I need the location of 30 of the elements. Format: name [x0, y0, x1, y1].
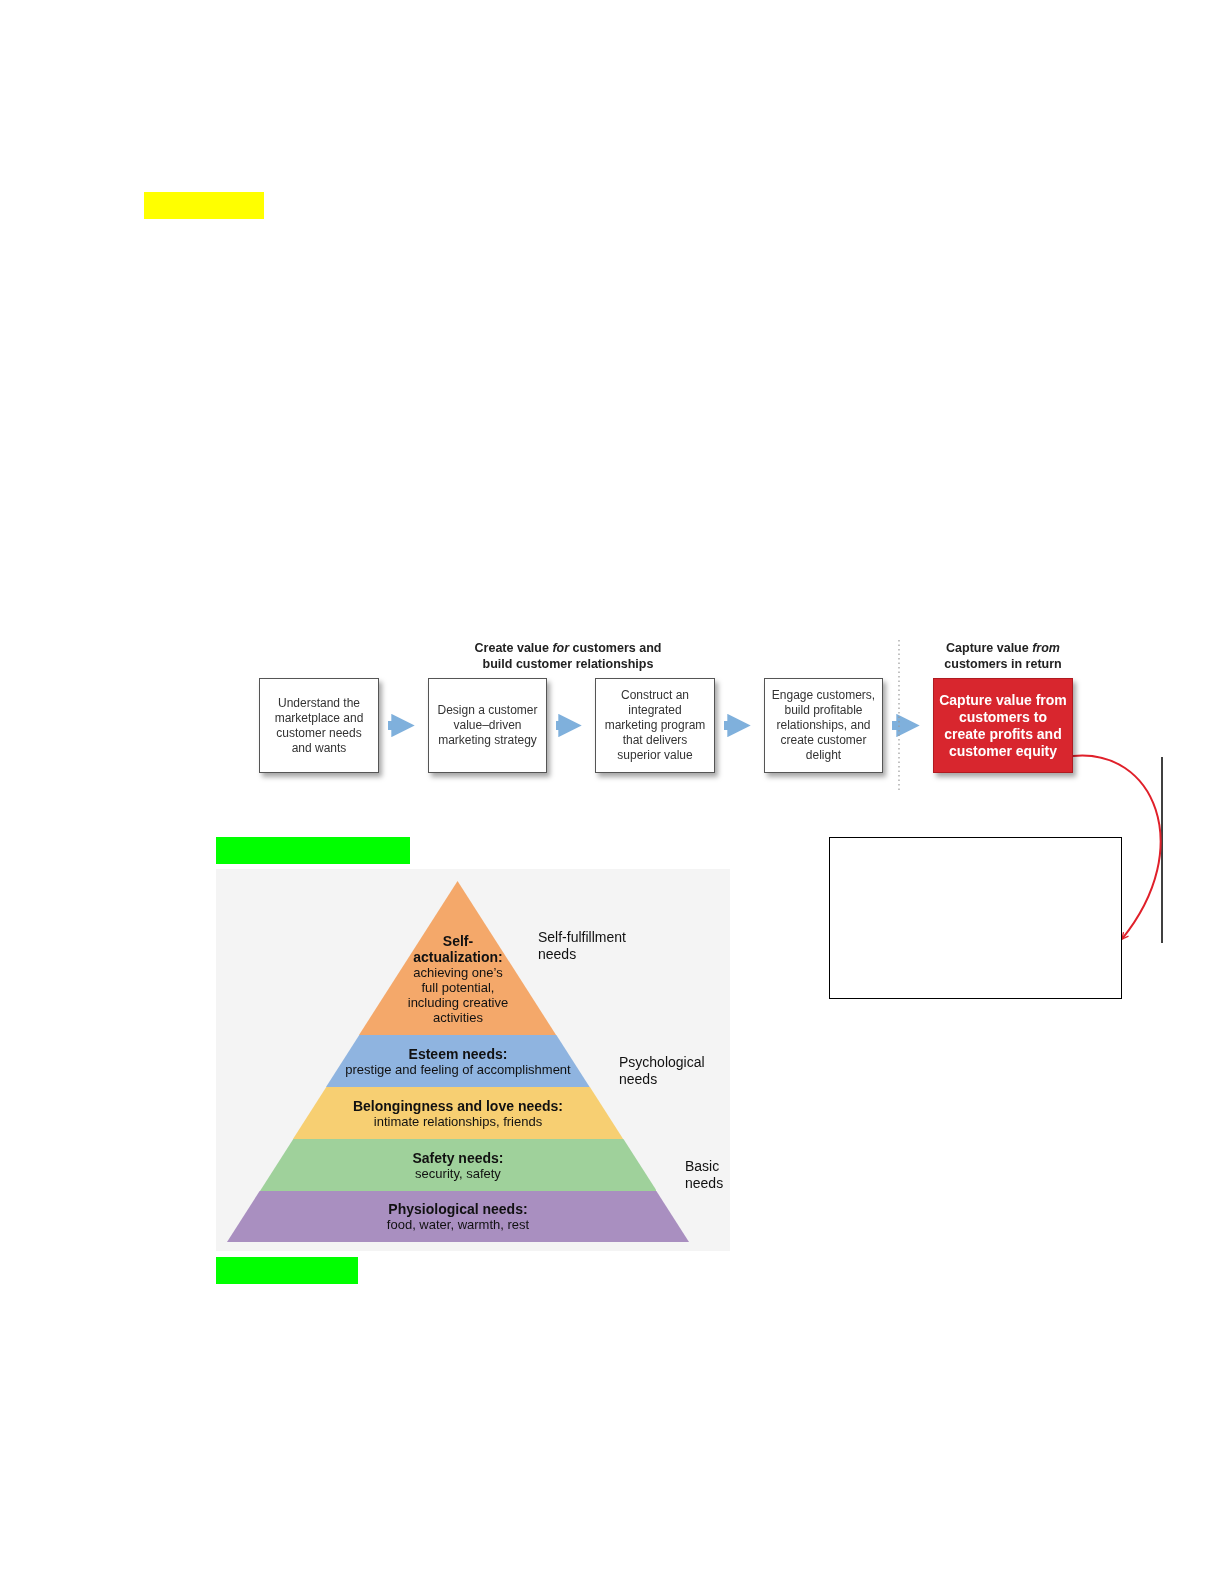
- arrow: [556, 713, 582, 738]
- level-heading: Safety needs:: [412, 1149, 504, 1166]
- level-heading: Self-actualization:: [412, 933, 504, 965]
- pyramid-level: [292, 1087, 624, 1139]
- process-box: Design a customer value–driven marketing strategy: [428, 678, 547, 773]
- process-box: Capture value from customers to create profits and customer equity: [933, 678, 1073, 773]
- level-heading: Belongingness and love needs:: [352, 1097, 563, 1114]
- level-description: intimate relationships, friends: [373, 1113, 543, 1129]
- level-description: security, safety: [415, 1165, 501, 1181]
- pyramid-level: [326, 1035, 590, 1087]
- process-box: Engage customers, build profitable relationships, and create customer delight: [764, 678, 883, 773]
- pyramid-level: [227, 1191, 689, 1242]
- arrow: [892, 713, 920, 738]
- level-description: food, water, warmth, rest: [386, 1217, 530, 1232]
- empty-box: [829, 837, 1122, 999]
- arrow: [1072, 754, 1162, 941]
- level-description: prestige and feeling of accomplishment: [345, 1061, 571, 1077]
- arrow: [388, 713, 415, 738]
- bracket-label: Psychological needs: [619, 1054, 706, 1088]
- level-heading: Esteem needs:: [408, 1045, 508, 1062]
- heading: Capture value from customers in return: [943, 641, 1063, 672]
- bracket-label: Basic needs: [685, 1158, 725, 1192]
- level-description: achieving one’s full potential, including creative activities: [406, 965, 510, 1025]
- heading: Create value for customers and build customer relationships: [473, 641, 663, 672]
- pyramid-level: [259, 1139, 657, 1191]
- process-box: Construct an integrated marketing program that delivers superior value: [595, 678, 715, 773]
- level-heading: Physiological needs:: [388, 1201, 528, 1217]
- arrow: [724, 713, 751, 738]
- process-box: Understand the marketplace and customer needs and wants: [259, 678, 379, 773]
- bracket-label: Self-fulfillment needs: [538, 929, 627, 963]
